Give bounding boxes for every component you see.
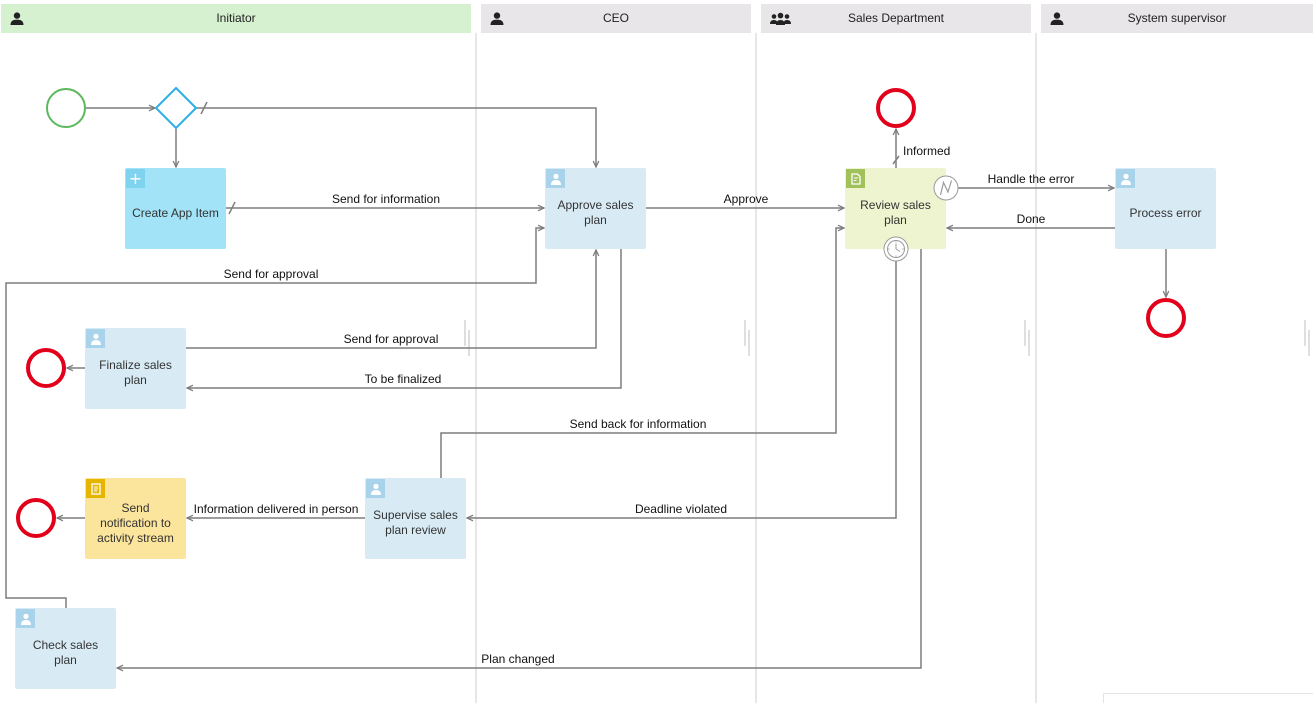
task-check-sales-plan[interactable]: Check sales plan [15, 608, 116, 689]
flow-label: To be finalized [365, 372, 442, 386]
user-icon [1050, 12, 1064, 25]
end-event-informed[interactable] [876, 88, 916, 128]
lane-resize-handle[interactable] [1304, 320, 1310, 356]
flow-timer-to-supervise[interactable] [467, 261, 897, 518]
end-event-notification[interactable] [16, 498, 56, 538]
task-finalize-sales-plan[interactable]: Finalize sales plan [85, 328, 186, 409]
task-send-notification[interactable]: Send notification to activity stream [85, 478, 186, 559]
flow-label: Deadline violated [635, 502, 727, 516]
flow-label: Plan changed [481, 652, 554, 666]
lane-header-ceo[interactable]: CEO [481, 4, 751, 33]
flow-supervise-to-review[interactable] [440, 228, 844, 478]
flow-check-to-approve[interactable] [5, 228, 544, 608]
flow-label: Done [1017, 212, 1046, 226]
task-label: Approve sales plan [557, 198, 634, 227]
error-boundary-icon[interactable] [933, 175, 959, 201]
flow-label: Approve [724, 192, 769, 206]
task-create-app-item[interactable]: + Create App Item [125, 168, 226, 249]
user-task-icon [1116, 169, 1135, 188]
lane-header-initiator[interactable]: Initiator [1, 4, 471, 33]
lane-resize-handle[interactable] [464, 320, 470, 356]
group-icon [770, 12, 791, 25]
lane-header-sales-department[interactable]: Sales Department [761, 4, 1031, 33]
plus-icon: + [126, 169, 145, 188]
flow-label: Send back for information [570, 417, 707, 431]
flow-label: Send for information [332, 192, 440, 206]
user-task-icon [16, 609, 35, 628]
document-task-icon [846, 169, 865, 188]
end-event-process-error[interactable] [1146, 298, 1186, 338]
task-supervise-sales-plan-review[interactable]: Supervise sales plan review [365, 478, 466, 559]
notification-task-icon [86, 479, 105, 498]
lane-title: CEO [602, 11, 629, 25]
lane-resize-handle[interactable] [1024, 320, 1030, 356]
task-approve-sales-plan[interactable]: Approve sales plan [545, 168, 646, 249]
flow-label: Informed [903, 144, 950, 158]
task-label: Send notification to activity stream [97, 500, 174, 545]
flow-label: Information delivered in person [194, 502, 359, 516]
flow-finalize-to-approve[interactable] [186, 250, 596, 349]
lane-title: Initiator [216, 11, 256, 25]
lane-title: System supervisor [1127, 11, 1227, 25]
exclusive-gateway[interactable] [154, 86, 198, 130]
flow-label: Send for approval [344, 332, 439, 346]
lane-title: Sales Department [847, 11, 945, 25]
user-task-icon [86, 329, 105, 348]
flow-gateway-to-approve[interactable] [196, 107, 596, 167]
timer-boundary-icon[interactable] [883, 236, 909, 262]
flow-review-to-check[interactable] [117, 249, 922, 668]
start-event[interactable] [46, 88, 86, 128]
task-label: Process error [1129, 205, 1202, 220]
flow-label: Send for approval [224, 267, 319, 281]
lane-header-system-supervisor[interactable]: System supervisor [1041, 4, 1313, 33]
task-label: Finalize sales plan [99, 358, 172, 387]
task-review-sales-plan[interactable]: Review sales plan [845, 168, 946, 249]
user-task-icon [366, 479, 385, 498]
task-label: Review sales plan [860, 198, 931, 227]
flow-approve-to-finalize[interactable] [187, 249, 622, 388]
lane-resize-handle[interactable] [744, 320, 750, 356]
user-task-icon [546, 169, 565, 188]
user-icon [490, 12, 504, 25]
task-label: Supervise sales plan review [373, 508, 458, 537]
bottom-panel [1103, 693, 1313, 703]
end-event-finalize[interactable] [26, 348, 66, 388]
task-label: Check sales plan [32, 638, 99, 667]
task-label: Create App Item [132, 205, 219, 220]
user-icon [10, 12, 24, 25]
flow-label: Handle the error [988, 172, 1075, 186]
task-process-error[interactable]: Process error [1115, 168, 1216, 249]
